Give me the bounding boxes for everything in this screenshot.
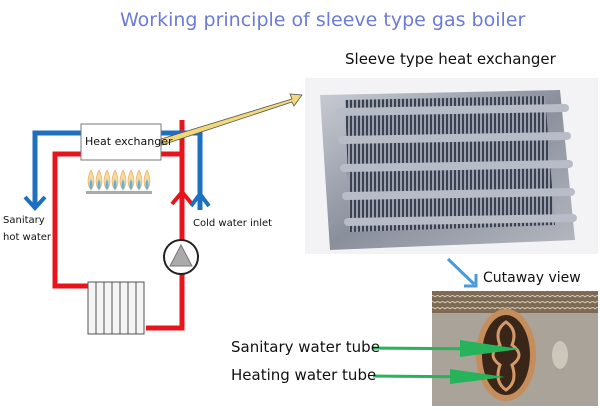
sanitary-pipe (23, 130, 211, 211)
page-title: Working principle of sleeve type gas boi… (120, 9, 526, 31)
pointer-arrow-to-photo (160, 93, 303, 146)
cutaway-label: Cutaway view (483, 270, 581, 286)
heat-exchanger-box (80, 123, 162, 161)
pointer-arrow-to-cutaway (446, 257, 478, 288)
cold-water-inlet-label: Cold water inlet (193, 218, 273, 229)
heating-tube-label: Heating water tube (231, 366, 377, 384)
sanitary-tube-label: Sanitary water tube (231, 338, 380, 356)
heating-pipe (52, 120, 194, 331)
sanitary-hot-water-label-line2: hot water (3, 232, 52, 243)
pump-icon (163, 239, 199, 275)
heat-exchanger-photo (305, 78, 598, 254)
sanitary-hot-water-label-line1: Sanitary (3, 215, 45, 226)
radiator-icon (87, 281, 145, 335)
green-pointer-arrows (372, 340, 520, 384)
photo-label: Sleeve type heat exchanger (345, 50, 556, 68)
heat-exchanger-label: Heat exchanger (85, 135, 173, 148)
burner-flames-icon (86, 169, 152, 194)
